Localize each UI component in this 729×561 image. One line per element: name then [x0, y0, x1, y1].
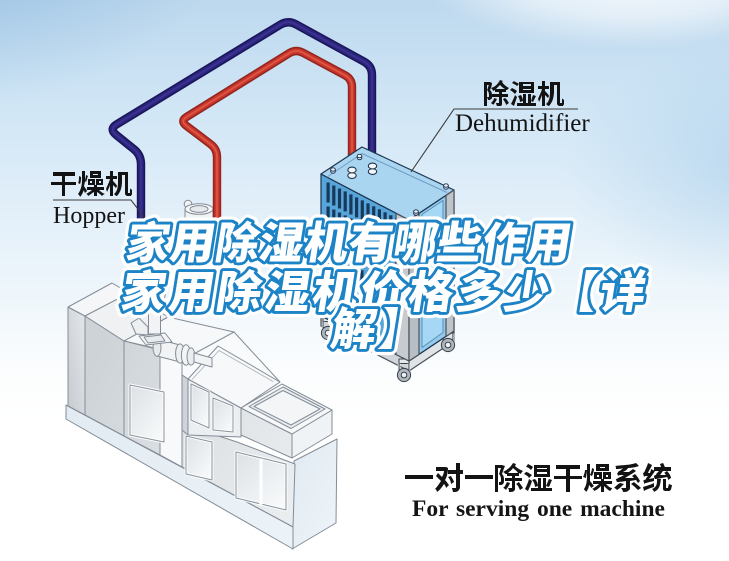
extruder-machine: [65, 199, 338, 550]
cabinet-left-face: [67, 306, 86, 416]
label-art: [51, 80, 672, 492]
callout-lines: [53, 108, 578, 223]
hopper-label-en: Hopper: [53, 203, 125, 229]
pipe-collars: [347, 162, 378, 179]
caster-front: [396, 358, 412, 383]
machine-windows: [128, 383, 288, 512]
dehumidifier-label-en: Dehumidifier: [455, 110, 590, 137]
machine-apron: [65, 404, 294, 550]
hopper-callout-line: [53, 199, 145, 223]
top-bolts: [330, 153, 449, 216]
machine-end-face: [291, 438, 338, 550]
hopper-label-zh-art: [51, 171, 132, 197]
dehumidifier-callout-line: [410, 108, 578, 173]
machine-top-box2: [240, 383, 333, 459]
caption-zh-art: [405, 463, 672, 492]
caption-en: For serving one machine: [412, 496, 665, 522]
dehumidifier-label-zh-art: [484, 80, 564, 106]
pipes: [108, 18, 377, 247]
